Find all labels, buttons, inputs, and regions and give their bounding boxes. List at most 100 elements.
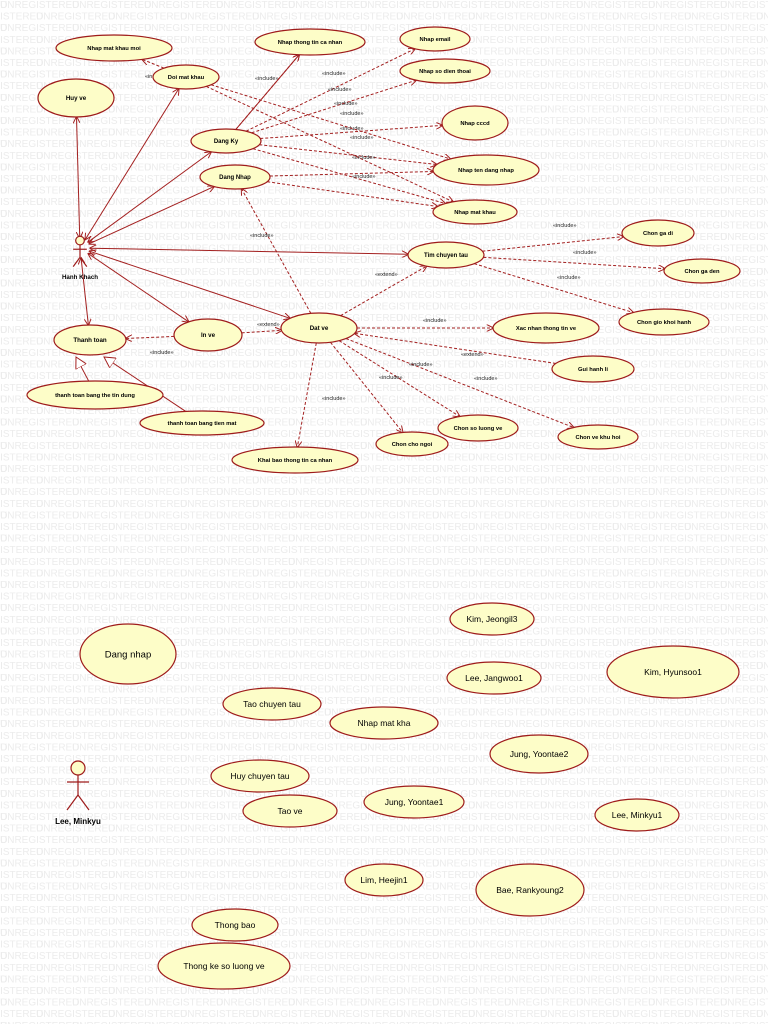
watermark-text: UNREGISTERED bbox=[216, 371, 295, 382]
watermark-text: UNREGISTERED bbox=[0, 835, 7, 846]
use-case-lee-jangwoo[interactable]: Lee, Jangwoo1 bbox=[446, 661, 542, 695]
watermark-text: UNREGISTERED bbox=[396, 545, 475, 556]
use-case-dang-ky[interactable]: Dang Ky bbox=[190, 128, 262, 154]
use-case-tt-tien[interactable]: thanh toan bang tien mat bbox=[139, 410, 265, 436]
watermark-text: UNREGISTERED bbox=[36, 12, 115, 23]
watermark-text: UNREGISTERED bbox=[0, 0, 7, 11]
use-case-label: Nhap cccd bbox=[460, 121, 490, 127]
watermark-text: UNREGISTERED bbox=[576, 394, 655, 405]
use-case-dat-ve[interactable]: Dat ve bbox=[280, 312, 358, 344]
watermark-text: UNREGISTERED bbox=[0, 626, 7, 637]
use-case-thong-bao[interactable]: Thong bao bbox=[191, 908, 279, 942]
use-case-chon-gio[interactable]: Chon gio khoi hanh bbox=[618, 308, 710, 336]
watermark-text: UNREGISTERED bbox=[0, 568, 43, 579]
use-case-nhap-sdt[interactable]: Nhap so dien thoai bbox=[399, 58, 491, 84]
watermark-text: UNREGISTERED bbox=[108, 1009, 187, 1020]
use-case-kim-jeongil[interactable]: Kim, Jeongil3 bbox=[449, 602, 535, 636]
watermark-text: UNREGISTERED bbox=[396, 406, 475, 417]
watermark-text: UNREGISTERED bbox=[180, 35, 259, 46]
watermark-text: UNREGISTERED bbox=[108, 81, 187, 92]
watermark-text: UNREGISTERED bbox=[108, 267, 187, 278]
watermark-text: UNREGISTERED bbox=[324, 360, 403, 371]
use-case-nhap-mk-moi[interactable]: Nhap mat khau moi bbox=[55, 34, 173, 62]
use-case-chon-cho[interactable]: Chon cho ngoi bbox=[375, 431, 449, 457]
use-case-bae-rankyoung[interactable]: Bae, Rankyoung2 bbox=[475, 863, 585, 917]
use-case-tim-ct[interactable]: Tim chuyen tau bbox=[407, 241, 485, 269]
watermark-text: UNREGISTERED bbox=[0, 429, 43, 440]
watermark-text: UNREGISTERED bbox=[324, 847, 403, 858]
watermark-text: UNREGISTERED bbox=[180, 197, 259, 208]
use-case-huy-ve[interactable]: Huy ve bbox=[37, 78, 115, 118]
use-case-chon-ga-di[interactable]: Chon ga di bbox=[621, 219, 695, 247]
watermark-text: UNREGISTERED bbox=[756, 545, 768, 556]
use-case-thanh-toan[interactable]: Thanh toan bbox=[53, 324, 127, 356]
use-case-label: Nhap mat khau moi bbox=[87, 46, 141, 52]
use-case-xac-nhan[interactable]: Xac nhan thong tin ve bbox=[492, 312, 600, 344]
use-case-label: Nhap so dien thoai bbox=[419, 69, 471, 75]
use-case-dang-nhap2[interactable]: Dang nhap bbox=[79, 623, 177, 685]
watermark-text: UNREGISTERED bbox=[144, 464, 223, 475]
watermark-text: UNREGISTERED bbox=[0, 986, 43, 997]
use-case-kim-hyunsoo[interactable]: Kim, Hyunsoo1 bbox=[606, 645, 740, 699]
use-case-ellipse bbox=[53, 324, 127, 356]
use-case-label: Jung, Yoontae2 bbox=[510, 749, 569, 759]
watermark-text: UNREGISTERED bbox=[288, 789, 367, 800]
watermark-text: UNREGISTERED bbox=[540, 197, 619, 208]
use-case-lee-minkyu1[interactable]: Lee, Minkyu1 bbox=[594, 798, 680, 832]
use-case-jung-yoontae1[interactable]: Jung, Yoontae1 bbox=[363, 785, 465, 819]
use-case-dang-nhap[interactable]: Dang Nhap bbox=[199, 164, 271, 190]
use-case-tao-ct[interactable]: Tao chuyen tau bbox=[222, 687, 322, 721]
watermark-text: UNREGISTERED bbox=[0, 870, 43, 881]
use-case-doi-mk[interactable]: Doi mat khau bbox=[152, 64, 220, 90]
watermark-text: UNREGISTERED bbox=[540, 35, 619, 46]
watermark-text: UNREGISTERED bbox=[468, 499, 547, 510]
watermark-text: UNREGISTERED bbox=[540, 800, 619, 811]
use-case-huy-ct[interactable]: Huy chuyen tau bbox=[210, 759, 310, 793]
watermark-text: UNREGISTERED bbox=[324, 81, 403, 92]
watermark-text: UNREGISTERED bbox=[252, 220, 331, 231]
watermark-text: UNREGISTERED bbox=[360, 162, 439, 173]
watermark-text: UNREGISTERED bbox=[540, 58, 619, 69]
use-case-nhap-mat-kha[interactable]: Nhap mat kha bbox=[329, 706, 439, 740]
watermark-text: UNREGISTERED bbox=[360, 371, 439, 382]
watermark-text: UNREGISTERED bbox=[0, 592, 43, 603]
watermark-text: UNREGISTERED bbox=[720, 371, 768, 382]
watermark-text: UNREGISTERED bbox=[72, 974, 151, 985]
watermark-text: UNREGISTERED bbox=[756, 731, 768, 742]
watermark-text: UNREGISTERED bbox=[324, 12, 403, 23]
use-case-tao-ve[interactable]: Tao ve bbox=[242, 794, 338, 828]
watermark-text: UNREGISTERED bbox=[576, 162, 655, 173]
use-case-chon-ve-khu-hoi[interactable]: Chon ve khu hoi bbox=[557, 424, 639, 450]
use-case-nhap-tdn[interactable]: Nhap ten dang nhap bbox=[432, 154, 540, 186]
use-case-jung-yoontae2[interactable]: Jung, Yoontae2 bbox=[489, 734, 589, 774]
watermark-text: UNREGISTERED bbox=[468, 476, 547, 487]
watermark-text: UNREGISTERED bbox=[612, 893, 691, 904]
use-case-nhap-cccd[interactable]: Nhap cccd bbox=[441, 105, 509, 141]
actor-lee-minkyu[interactable]: Lee, Minkyu bbox=[55, 760, 101, 826]
use-case-thong-ke[interactable]: Thong ke so luong ve bbox=[157, 942, 291, 990]
watermark-text: UNREGISTERED bbox=[288, 650, 367, 661]
use-case-nhap-email[interactable]: Nhap email bbox=[399, 26, 471, 52]
watermark-text: UNREGISTERED bbox=[72, 23, 151, 34]
watermark-text: UNREGISTERED bbox=[504, 534, 583, 545]
use-case-nhap-mk[interactable]: Nhap mat khau bbox=[432, 199, 518, 225]
use-case-khai-bao[interactable]: Khai bao thong tin ca nhan bbox=[231, 446, 359, 474]
use-case-gui-hanh-li[interactable]: Gui hanh li bbox=[551, 355, 635, 383]
use-case-in-ve[interactable]: In ve bbox=[173, 318, 243, 352]
watermark-text: UNREGISTERED bbox=[648, 23, 727, 34]
actor-hanh-khach[interactable]: Hanh Khach bbox=[62, 235, 98, 281]
use-case-lim-heejin[interactable]: Lim, Heejin1 bbox=[344, 863, 424, 897]
watermark-text: UNREGISTERED bbox=[540, 870, 619, 881]
stereotype-label: «include» bbox=[340, 126, 364, 132]
watermark-text: UNREGISTERED bbox=[324, 615, 403, 626]
use-case-tt-the[interactable]: thanh toan bang the tin dung bbox=[26, 380, 164, 410]
watermark-text: UNREGISTERED bbox=[684, 174, 763, 185]
watermark-text: UNREGISTERED bbox=[612, 58, 691, 69]
watermark-text: UNREGISTERED bbox=[576, 46, 655, 57]
use-case-chon-ga-den[interactable]: Chon ga den bbox=[663, 258, 741, 284]
watermark-text: UNREGISTERED bbox=[504, 209, 583, 220]
use-case-nhap-ttcn[interactable]: Nhap thong tin ca nhan bbox=[254, 28, 366, 56]
watermark-text: UNREGISTERED bbox=[756, 35, 768, 46]
use-case-chon-so-luong[interactable]: Chon so luong ve bbox=[437, 414, 519, 442]
